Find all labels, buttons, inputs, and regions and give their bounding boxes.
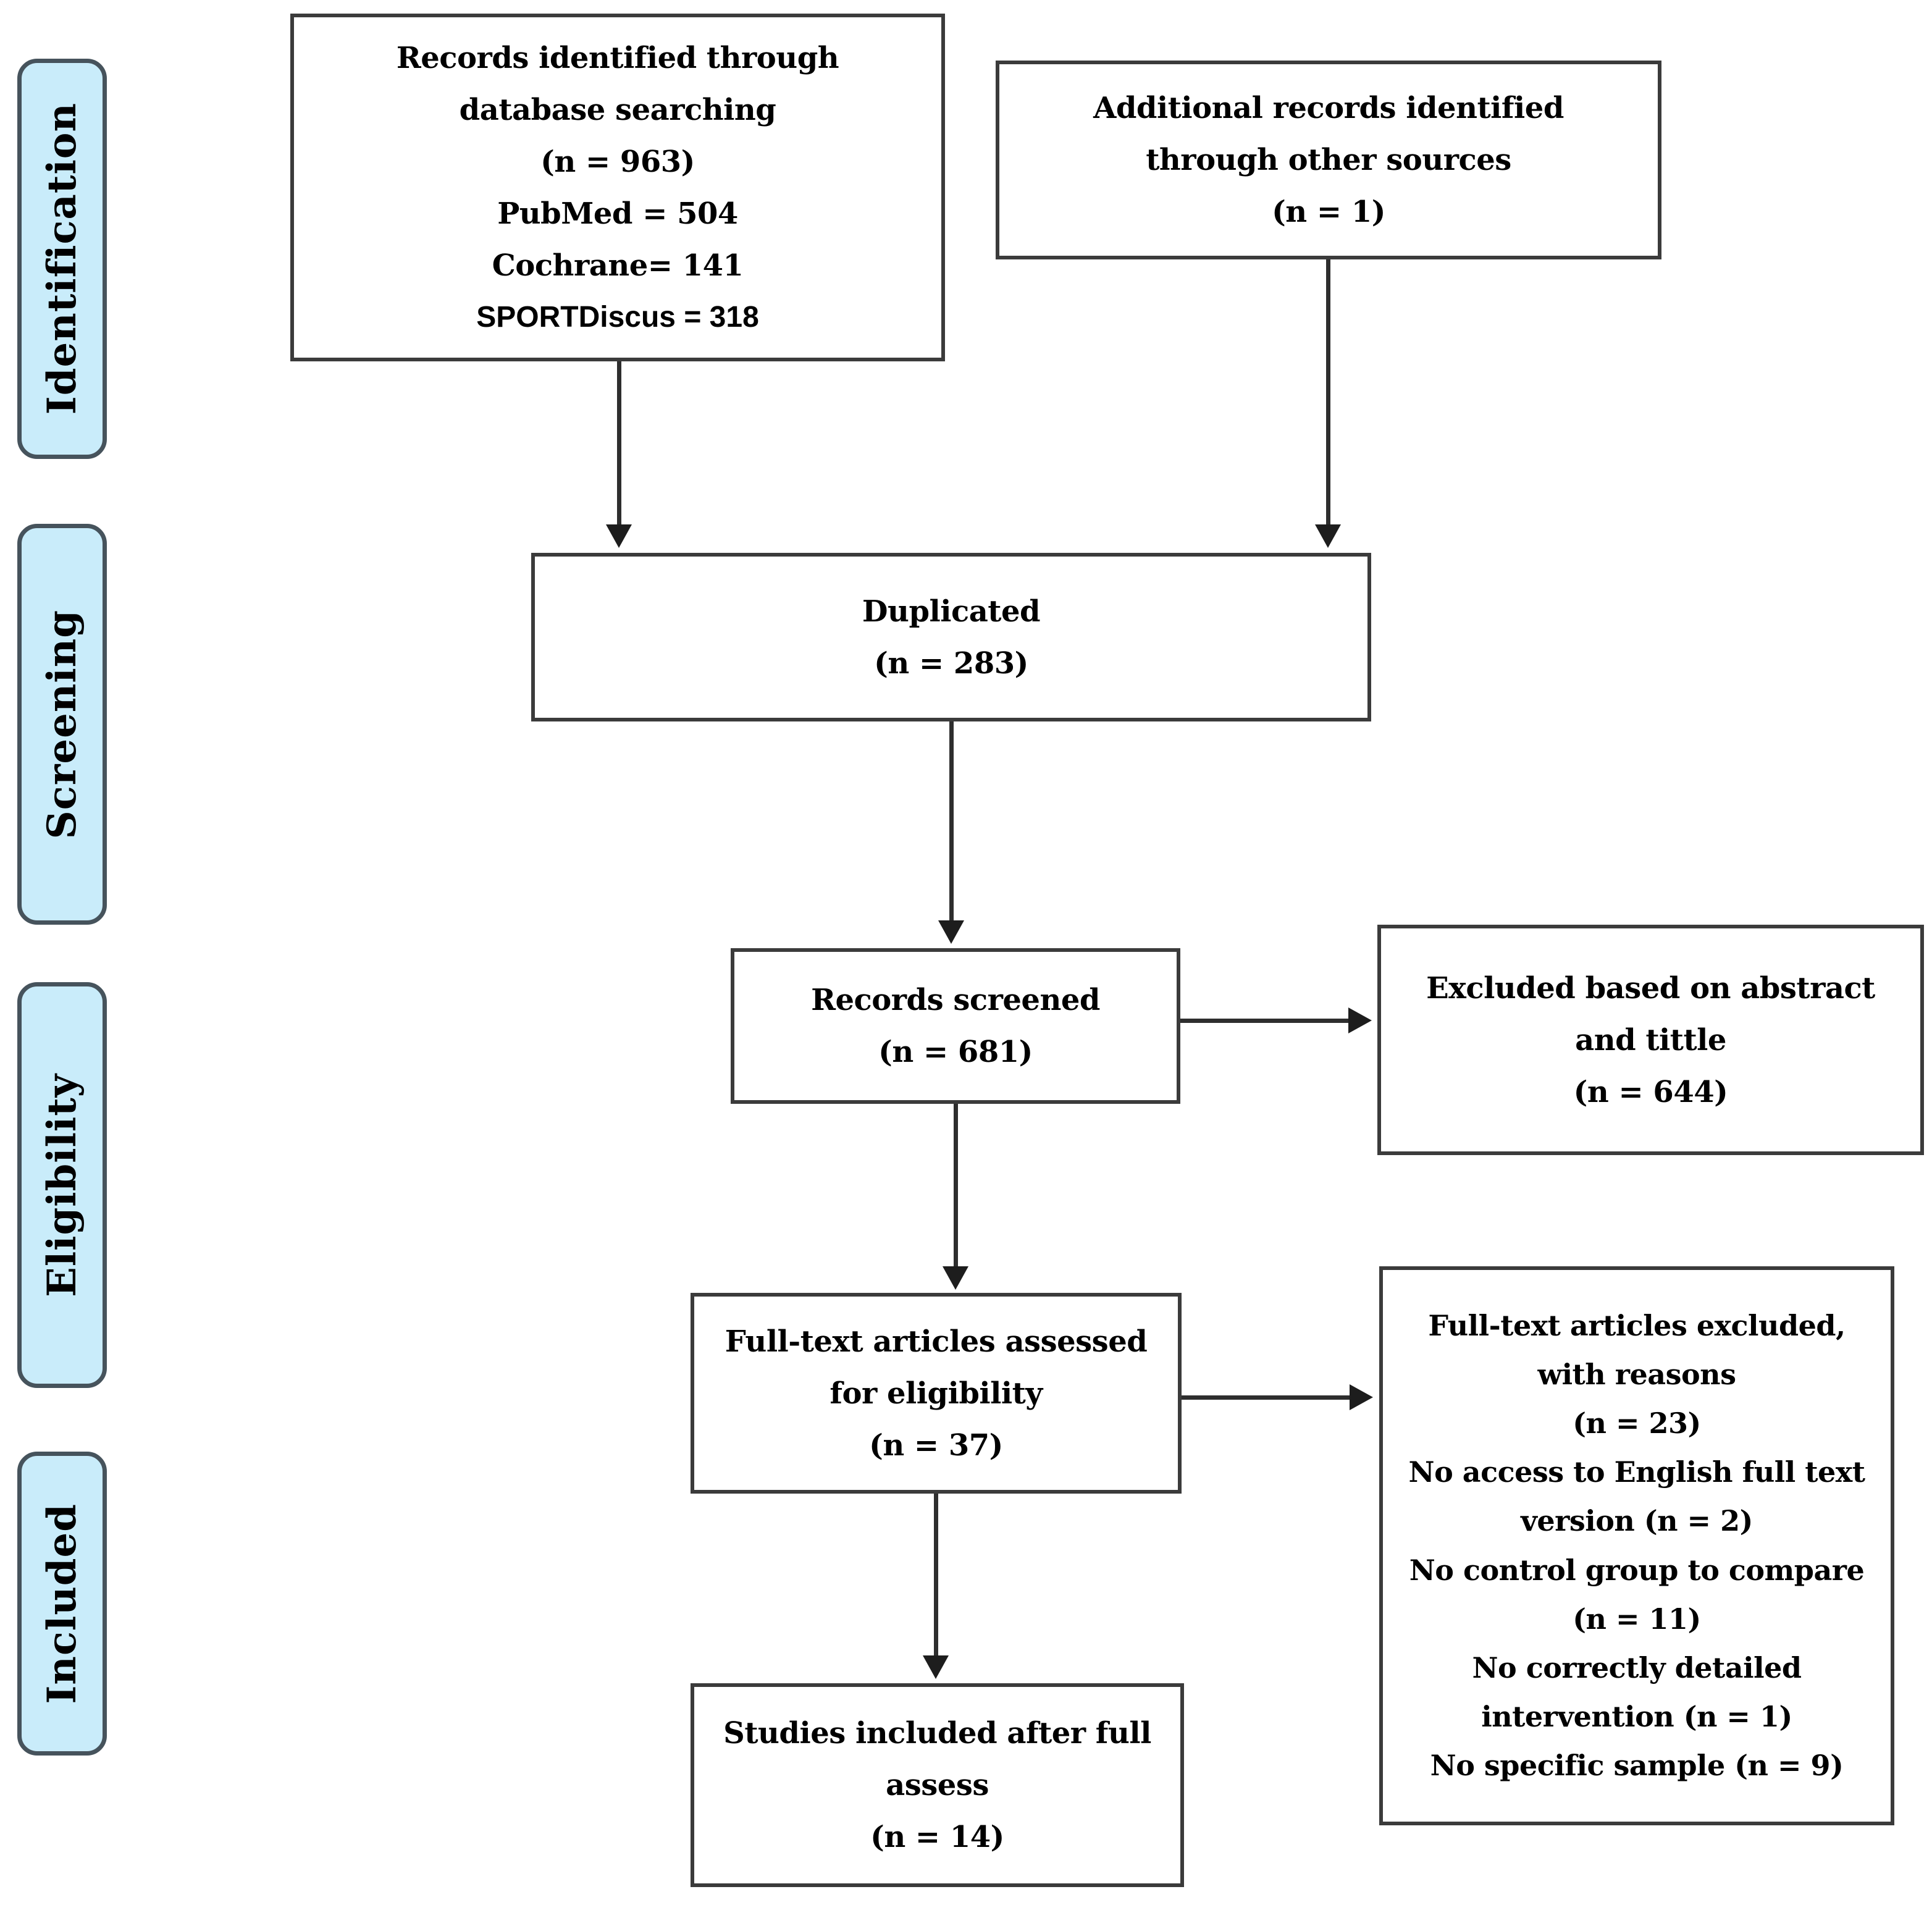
text-line: database searching — [459, 92, 776, 127]
text-line: Duplicated — [862, 594, 1041, 629]
text-line: assess — [886, 1768, 989, 1802]
text-line: Full-text articles assessed — [724, 1324, 1148, 1359]
text-line: (n = 11) — [1573, 1602, 1701, 1636]
box-records-screened: Records screened (n = 681) — [731, 948, 1180, 1104]
text-line: Studies included after full — [723, 1716, 1151, 1751]
stage-label-included: Included — [17, 1452, 107, 1756]
text-line: Excluded based on abstract — [1426, 970, 1875, 1006]
stage-label-text: Included — [39, 1503, 85, 1704]
arrow-additional-to-duplicated — [1326, 259, 1330, 524]
text-line: version (n = 2) — [1521, 1504, 1753, 1538]
stage-label-text: Screening — [39, 609, 85, 839]
arrowhead-down-icon — [923, 1655, 949, 1679]
arrow-screened-to-excluded — [1180, 1019, 1348, 1023]
text-line: (n = 23) — [1573, 1407, 1701, 1440]
arrow-fulltext-to-included — [934, 1494, 938, 1655]
text-line: (n = 963) — [540, 144, 695, 179]
stage-label-text: Identification — [39, 103, 85, 415]
text-line: Additional records identified — [1093, 91, 1564, 125]
text-line: and tittle — [1575, 1022, 1726, 1058]
box-additional-records: Additional records identified through ot… — [996, 61, 1661, 259]
text-line: for eligibility — [830, 1376, 1043, 1411]
arrowhead-down-icon — [1315, 524, 1341, 548]
arrow-screened-to-fulltext — [954, 1104, 958, 1266]
arrowhead-down-icon — [938, 920, 964, 944]
box-fulltext-assessed: Full-text articles assessed for eligibil… — [691, 1293, 1182, 1494]
text-line: through other sources — [1146, 143, 1511, 177]
arrow-fulltext-to-excluded — [1182, 1395, 1350, 1400]
box-studies-included: Studies included after full assess (n = … — [691, 1683, 1184, 1887]
box-fulltext-excluded: Full-text articles excluded, with reason… — [1379, 1266, 1894, 1825]
text-line: (n = 681) — [878, 1035, 1033, 1069]
text-line: No control group to compare — [1409, 1553, 1865, 1587]
text-line: (n = 14) — [870, 1820, 1004, 1854]
arrowhead-right-icon — [1348, 1007, 1372, 1033]
text-line: (n = 283) — [874, 646, 1028, 681]
text-line: No correctly detailed — [1472, 1651, 1802, 1684]
text-line: Full-text articles excluded, — [1428, 1308, 1846, 1342]
box-duplicated: Duplicated (n = 283) — [531, 553, 1371, 721]
stage-label-identification: Identification — [17, 59, 107, 459]
arrow-duplicated-to-screened — [949, 721, 954, 920]
text-line: SPORTDiscus = 318 — [476, 300, 759, 334]
stage-label-text: Eligibility — [39, 1073, 85, 1297]
arrowhead-down-icon — [943, 1266, 968, 1290]
text-line: (n = 644) — [1573, 1074, 1728, 1109]
text-line: (n = 37) — [869, 1428, 1003, 1463]
text-line: with reasons — [1537, 1358, 1736, 1392]
text-line: Records screened — [811, 983, 1100, 1017]
text-line: Cochrane= 141 — [492, 248, 744, 283]
text-line: Records identified through — [396, 40, 839, 75]
arrow-identified-to-duplicated — [617, 361, 621, 524]
text-line: (n = 1) — [1272, 195, 1385, 229]
stage-label-eligibility: Eligibility — [17, 982, 107, 1388]
text-line: PubMed = 504 — [497, 196, 738, 231]
arrowhead-down-icon — [606, 524, 632, 548]
box-records-identified: Records identified through database sear… — [290, 14, 945, 361]
text-line: No specific sample (n = 9) — [1430, 1748, 1844, 1782]
text-line: No access to English full text — [1408, 1455, 1865, 1489]
arrowhead-right-icon — [1350, 1384, 1373, 1410]
box-excluded-abstract: Excluded based on abstract and tittle (n… — [1377, 925, 1924, 1155]
text-line: intervention (n = 1) — [1481, 1699, 1792, 1733]
stage-label-screening: Screening — [17, 524, 107, 925]
